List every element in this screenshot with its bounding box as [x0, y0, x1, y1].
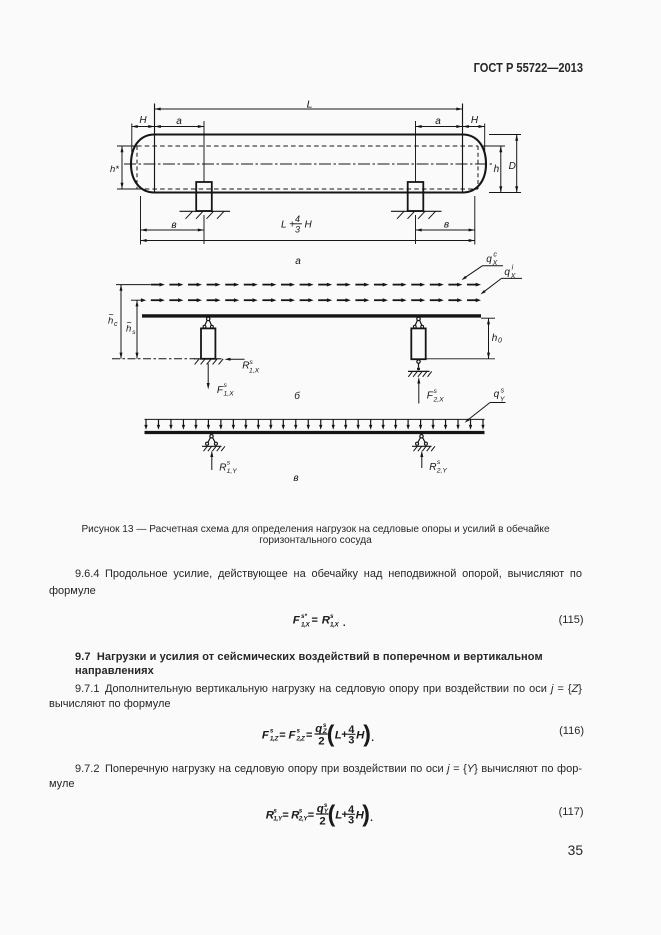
svg-text:s: s [227, 460, 231, 467]
svg-text:): ) [363, 720, 371, 746]
svg-text:+: + [342, 809, 349, 821]
svg-text:L: L [307, 98, 313, 110]
svg-text:1,Y: 1,Y [273, 816, 283, 823]
svg-text:4: 4 [295, 214, 300, 224]
svg-text:F: F [427, 391, 434, 402]
svg-text:.: . [370, 813, 373, 824]
svg-text:s*: s* [301, 613, 308, 620]
svg-text:H: H [139, 115, 147, 126]
svg-text:R: R [291, 810, 300, 822]
svg-text:c: c [114, 321, 118, 328]
svg-text:R: R [266, 810, 275, 822]
svg-text:(: ( [328, 800, 336, 826]
svg-text:в: в [293, 473, 298, 484]
svg-text:H: H [356, 730, 365, 742]
svg-text:2,Y: 2,Y [298, 816, 309, 823]
svg-text:Y: Y [500, 396, 506, 403]
svg-text:R: R [242, 361, 249, 372]
svg-text:R: R [219, 462, 226, 473]
svg-text:s: s [297, 728, 301, 735]
svg-text:h: h [494, 164, 500, 175]
svg-text:Z: Z [322, 728, 328, 735]
svg-text:X: X [492, 260, 498, 267]
svg-text:q: q [315, 723, 322, 735]
svg-text:s: s [434, 388, 438, 395]
svg-text:=: = [312, 614, 318, 626]
svg-text:F: F [262, 730, 270, 742]
svg-text:H: H [356, 810, 365, 822]
svg-text:s: s [437, 459, 441, 466]
svg-text:c: c [493, 252, 497, 259]
svg-text:б: б [294, 390, 300, 402]
svg-text:(: ( [327, 720, 335, 746]
svg-text:s: s [132, 329, 136, 336]
svg-text:1,Y: 1,Y [227, 468, 238, 475]
svg-text:Y: Y [324, 808, 329, 815]
svg-text:q: q [317, 803, 324, 815]
svg-text:D: D [509, 161, 516, 172]
svg-text:=: = [279, 729, 285, 741]
svg-text:R: R [429, 462, 436, 473]
svg-text:+: + [341, 729, 348, 741]
svg-text:s: s [501, 387, 505, 394]
svg-text:L: L [335, 810, 342, 822]
svg-text:2,Z: 2,Z [296, 736, 307, 743]
svg-text:в: в [444, 220, 449, 231]
svg-text:3: 3 [348, 815, 354, 827]
svg-text:а: а [295, 256, 301, 267]
svg-text:2: 2 [319, 816, 325, 828]
svg-text:1,Z: 1,Z [270, 736, 280, 743]
svg-text:s: s [323, 722, 327, 729]
svg-text:3: 3 [295, 224, 300, 234]
svg-text:2,X: 2,X [433, 397, 445, 404]
svg-text:L +: L + [281, 220, 295, 231]
svg-text:s: s [249, 359, 253, 366]
svg-text:X: X [510, 273, 516, 280]
svg-text:=: = [308, 809, 314, 821]
svg-text:R: R [322, 615, 331, 627]
svg-text:=: = [282, 809, 288, 821]
svg-text:1,X: 1,X [249, 368, 260, 375]
svg-text:s: s [330, 613, 334, 620]
svg-text:~: ~ [127, 317, 132, 327]
svg-text:2,Y: 2,Y [436, 468, 448, 475]
svg-text:=: = [306, 729, 312, 741]
svg-text:.: . [371, 733, 374, 744]
svg-text:4: 4 [348, 804, 354, 816]
svg-text:~: ~ [109, 309, 114, 319]
svg-text:s: s [299, 808, 303, 815]
svg-text:q: q [494, 389, 500, 400]
svg-text:q: q [504, 267, 510, 278]
svg-text:s: s [224, 382, 228, 389]
svg-text:1,X: 1,X [224, 391, 235, 398]
svg-text:0: 0 [498, 337, 502, 344]
svg-text:i: i [512, 264, 514, 271]
svg-text:s: s [270, 728, 274, 735]
svg-text:F: F [289, 730, 297, 742]
svg-text:s: s [273, 808, 277, 815]
svg-text:h: h [126, 324, 131, 335]
svg-text:h: h [492, 333, 498, 344]
svg-text:a: a [176, 116, 182, 127]
svg-text:s: s [324, 802, 328, 809]
svg-text:1,X: 1,X [330, 622, 340, 629]
svg-text:3: 3 [348, 735, 354, 747]
svg-text:4: 4 [348, 724, 354, 736]
svg-text:2: 2 [318, 736, 324, 748]
svg-text:1,X: 1,X [301, 622, 311, 629]
svg-text:h: h [108, 316, 113, 327]
svg-text:H: H [471, 115, 479, 126]
svg-text:q: q [486, 254, 492, 265]
svg-text:F: F [217, 385, 224, 396]
svg-text:h*: h* [110, 164, 119, 175]
svg-text:): ) [362, 800, 370, 826]
svg-text:L: L [335, 730, 342, 742]
svg-text:a: a [435, 116, 441, 127]
svg-text:в: в [171, 220, 176, 231]
svg-text:F: F [293, 615, 301, 627]
svg-text:H: H [305, 220, 313, 231]
svg-text:.: . [343, 618, 346, 629]
